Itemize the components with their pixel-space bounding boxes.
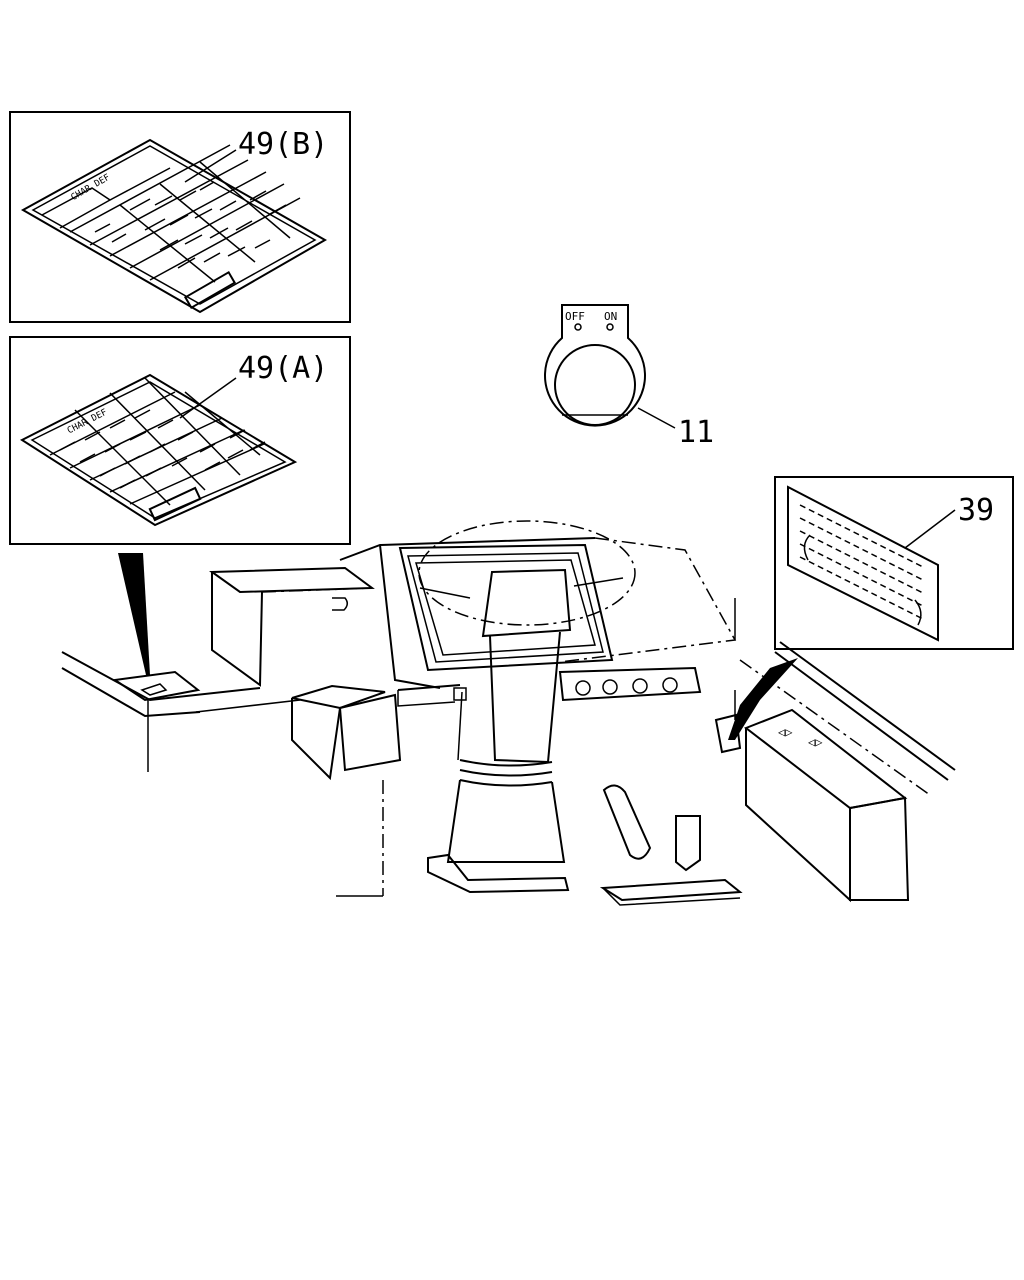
- inset-49a: CHAR DEF 49(A): [9, 336, 351, 545]
- decal-sheet-49a: CHAR DEF: [19, 373, 298, 527]
- callout-49a: 49(A): [238, 351, 328, 386]
- steering-wheel: [418, 520, 636, 626]
- svg-text:CHAR DEF: CHAR DEF: [69, 173, 112, 203]
- pointer-49a: [118, 553, 150, 675]
- switch-off-label: OFF: [565, 310, 585, 323]
- switch-on-label: ON: [604, 310, 617, 323]
- side-console: [743, 708, 908, 810]
- decal-location-49a: [112, 670, 201, 702]
- decal-location-39: [714, 713, 742, 754]
- leader-49a: [179, 377, 237, 419]
- leader-11: [637, 407, 676, 429]
- inset-49b: CHAR DEF 49(B): [9, 111, 351, 323]
- accelerator-pedal: [602, 784, 652, 860]
- inset-49a-frame: [9, 336, 351, 545]
- cab-dashboard: ◁▷ ◁▷: [61, 520, 956, 906]
- switch-plate-11: OFF ON 11: [544, 304, 714, 450]
- svg-text:◁▷: ◁▷: [777, 725, 793, 739]
- callout-39: 39: [958, 493, 994, 528]
- brake-pedal: [675, 815, 701, 872]
- decal-sheet-49b: CHAR DEF: [20, 138, 328, 314]
- inset-39: 39: [774, 476, 1014, 650]
- callout-11: 11: [678, 415, 714, 450]
- label-plate-39: [787, 485, 939, 642]
- callout-49b: 49(B): [238, 127, 328, 162]
- inset-49b-frame: [9, 111, 351, 323]
- steering-column-head: [481, 568, 572, 638]
- switch-panel: [558, 666, 702, 702]
- svg-text:◁▷: ◁▷: [807, 735, 823, 749]
- leader-49b: [184, 149, 237, 183]
- pointer-39: [728, 658, 798, 740]
- leader-39: [904, 509, 956, 549]
- inset-39-frame: [774, 476, 1014, 650]
